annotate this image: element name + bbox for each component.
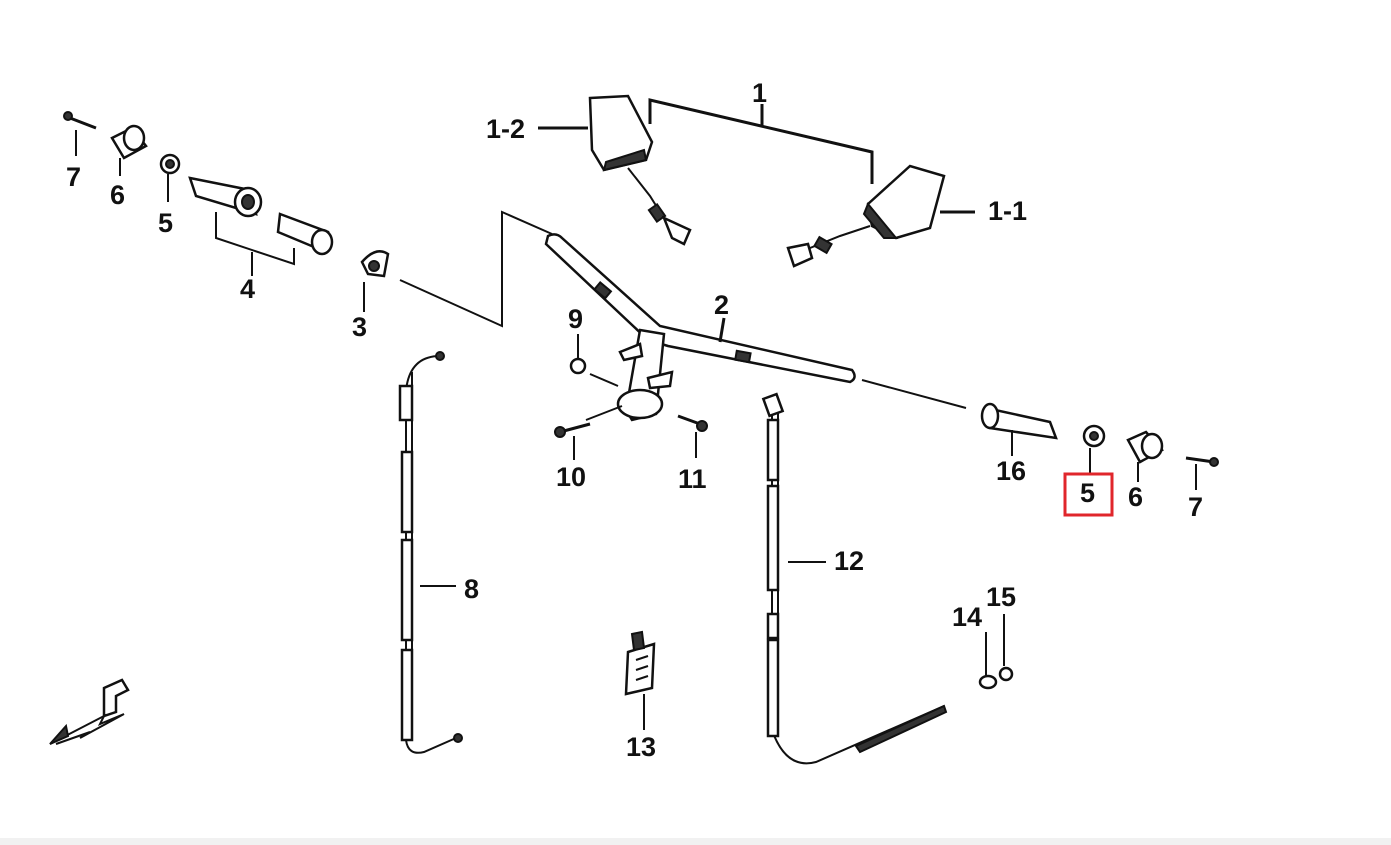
bolt-left-icon bbox=[63, 111, 97, 156]
bottom-strip bbox=[0, 838, 1391, 845]
right-grip-assembly bbox=[980, 402, 1219, 490]
cable-8-icon bbox=[398, 351, 463, 754]
label-4: 4 bbox=[240, 274, 255, 304]
label-3: 3 bbox=[352, 312, 367, 342]
washer-left-icon bbox=[159, 153, 181, 202]
label-5-right: 5 bbox=[1080, 478, 1095, 508]
mirror-left-icon bbox=[538, 94, 692, 246]
weight-right-icon bbox=[1126, 430, 1164, 482]
mirror-set bbox=[538, 94, 975, 268]
label-1: 1 bbox=[752, 78, 767, 108]
label-8: 8 bbox=[464, 574, 479, 604]
label-13: 13 bbox=[626, 732, 656, 762]
label-12: 12 bbox=[834, 546, 864, 576]
grip-left-icon bbox=[188, 176, 334, 276]
label-16: 16 bbox=[996, 456, 1026, 486]
label-1-1: 1-1 bbox=[988, 196, 1027, 226]
label-7-right: 7 bbox=[1188, 492, 1203, 522]
throttle-grip-icon bbox=[980, 402, 1058, 456]
label-6-right: 6 bbox=[1128, 482, 1143, 512]
part-14-icon bbox=[978, 632, 998, 690]
label-14: 14 bbox=[952, 602, 982, 632]
washer-right-icon bbox=[1082, 424, 1106, 474]
label-6-left: 6 bbox=[110, 180, 125, 210]
label-10: 10 bbox=[556, 462, 586, 492]
clamp-icon bbox=[360, 250, 390, 312]
label-9: 9 bbox=[568, 304, 583, 334]
label-7-left: 7 bbox=[66, 162, 81, 192]
label-11: 11 bbox=[678, 464, 707, 494]
label-5-left: 5 bbox=[158, 208, 173, 238]
nut-9-icon bbox=[569, 334, 587, 375]
left-grip-assembly bbox=[63, 111, 390, 312]
mirror-right-icon bbox=[786, 164, 975, 268]
switch-13-icon bbox=[624, 630, 656, 730]
highlight-box bbox=[1063, 472, 1114, 517]
bolt-10-icon bbox=[554, 422, 591, 460]
label-15: 15 bbox=[986, 582, 1016, 612]
bolt-11-icon bbox=[677, 414, 708, 458]
part-15-icon bbox=[998, 614, 1014, 682]
label-1-2: 1-2 bbox=[486, 114, 525, 144]
bolt-right-icon bbox=[1185, 456, 1219, 490]
cable-12-icon bbox=[761, 392, 948, 765]
handlebar-icon bbox=[544, 233, 856, 422]
label-2: 2 bbox=[714, 290, 729, 320]
front-direction-icon bbox=[49, 678, 130, 745]
weight-left-icon bbox=[110, 124, 148, 176]
